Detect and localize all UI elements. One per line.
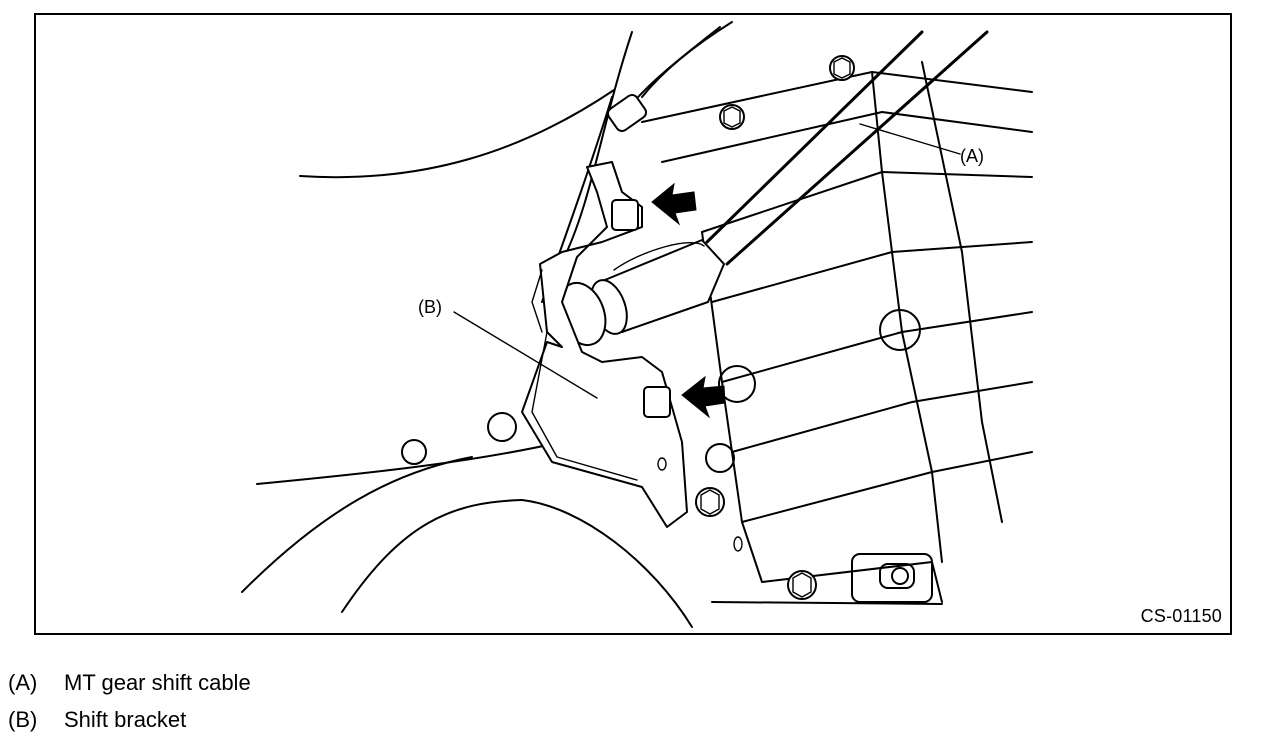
shift-cable-illustration [241, 21, 1033, 628]
callout-a: (A) [960, 146, 984, 166]
legend-item: (A) MT gear shift cable [8, 664, 251, 701]
legend-item: (B) Shift bracket [8, 701, 251, 738]
arrow-upper [651, 182, 697, 226]
legend-key: (A) [8, 669, 38, 695]
legend: (A) MT gear shift cable (B) Shift bracke… [8, 664, 251, 738]
bolt-group [695, 55, 855, 600]
callout-b: (B) [418, 297, 442, 317]
mt-gear-shift-cable [557, 30, 989, 346]
legend-key: (B) [8, 706, 38, 732]
transmission-case [401, 61, 1033, 605]
legend-text: Shift bracket [64, 706, 187, 732]
arrow-lower [681, 375, 726, 419]
legend-text: MT gear shift cable [64, 669, 251, 695]
figure-code: CS-01150 [1140, 606, 1222, 626]
shift-bracket [521, 161, 688, 528]
figure-frame: (A) (B) CS-01150 [34, 13, 1232, 635]
